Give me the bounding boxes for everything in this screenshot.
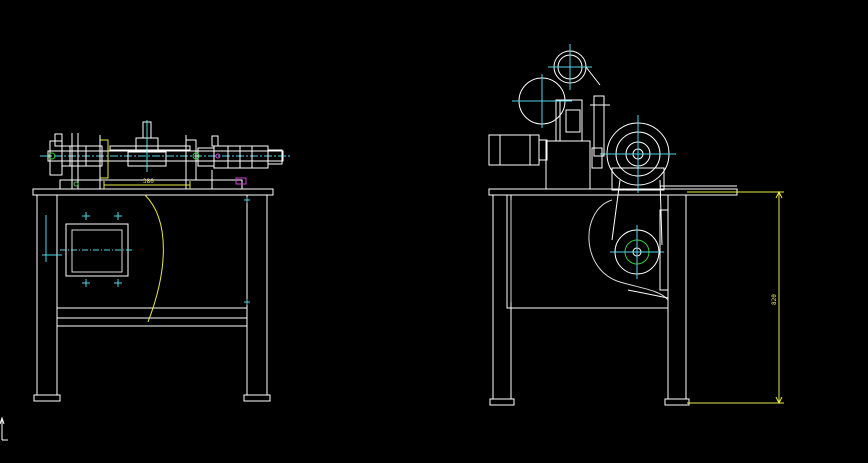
front-leg-right xyxy=(246,194,268,396)
front-section-break xyxy=(144,194,164,323)
front-dimension xyxy=(103,181,191,189)
front-foot-right xyxy=(243,394,271,402)
side-dimension-label: 820 xyxy=(771,294,778,305)
side-foot-right xyxy=(664,398,690,406)
side-leg-right xyxy=(667,194,687,400)
front-right-cylinder xyxy=(213,145,269,169)
ucs-axis-icon xyxy=(0,416,8,441)
front-dimension-label: 380 xyxy=(143,178,154,185)
front-foot-left xyxy=(33,394,61,402)
side-gearbox xyxy=(545,140,591,190)
front-view xyxy=(32,120,290,402)
side-section-break xyxy=(588,199,669,301)
side-foot-left xyxy=(489,398,515,406)
side-view xyxy=(488,44,784,406)
front-leg-left xyxy=(36,194,58,396)
side-dimension xyxy=(687,190,784,405)
front-cabinet xyxy=(56,194,248,309)
side-motor xyxy=(488,134,540,166)
side-leg-left xyxy=(492,194,512,400)
front-table-top xyxy=(32,188,274,196)
